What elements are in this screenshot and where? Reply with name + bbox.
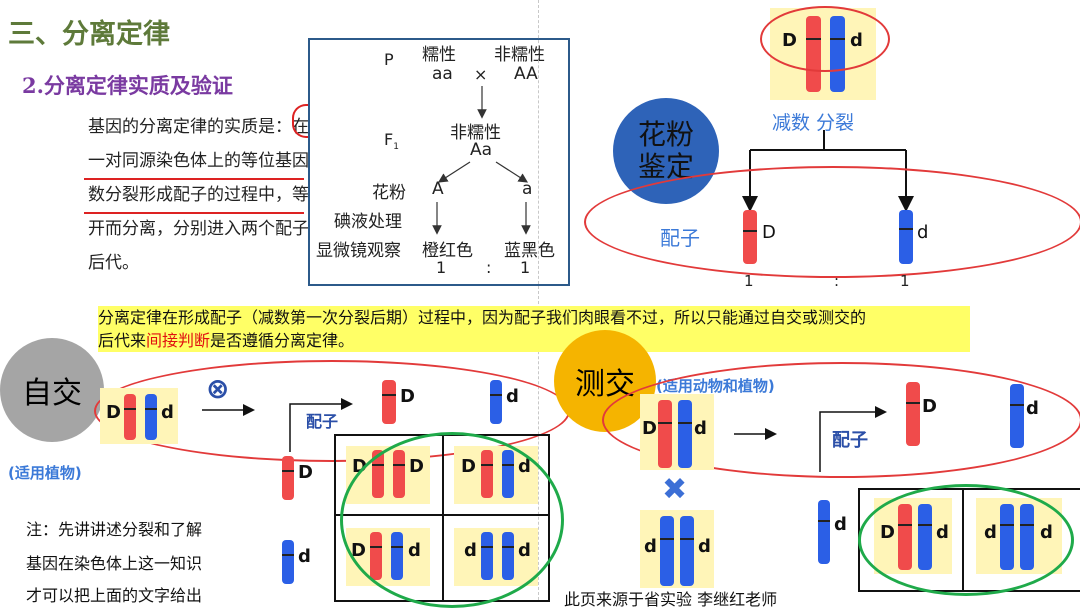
underline <box>84 212 304 214</box>
gamete-allele-d: d <box>298 546 311 567</box>
highlight-text: 间接判断 <box>146 331 210 350</box>
teacher-note-line-2: 基因在染色体上这一知识 <box>26 550 202 574</box>
paragraph-line-5: 后代。 <box>88 248 139 278</box>
cross-diagram-box: P 糯性 aa × 非糯性 AA F1 非糯性 Aa 花粉 碘液处理 显微镜观察… <box>308 38 570 286</box>
highlight-ellipse <box>760 6 890 72</box>
allele-D-label: D <box>106 402 121 423</box>
chromosome-d <box>660 516 674 586</box>
allele-d-label: d <box>161 402 174 423</box>
offspring-ellipse <box>340 432 564 608</box>
chromosome-d <box>145 394 157 440</box>
allele-D-label: D <box>642 418 657 439</box>
allele-d-label: d <box>694 418 707 439</box>
teacher-note-line-1: 注：先讲讲述分裂和了解 <box>26 516 202 540</box>
gamete-chromosome-D <box>382 380 396 424</box>
chromosome-d <box>680 516 694 586</box>
gamete-chromosome-D <box>743 210 757 264</box>
note-line-1: 分离定律在形成配子（减数第一次分裂后期）过程中，因为配子我们肉眼看不过，所以只能… <box>98 306 970 329</box>
pollen-ratio-1: 1 <box>744 272 754 290</box>
paragraph-line-1: 基因的分离定律的实质是：在 <box>88 112 309 142</box>
testcross-symbol: ✖ <box>662 472 687 507</box>
grid-line <box>334 434 336 602</box>
gamete-chromosome-d <box>282 540 294 584</box>
paragraph-line-2: 一对同源染色体上的等位基因，具 <box>88 146 343 176</box>
testcross-offspring-ellipse <box>858 484 1074 596</box>
gamete-label: 配子 <box>660 222 700 251</box>
paragraph-line-4: 开而分离，分别进入两个配子中 <box>88 214 326 244</box>
paragraph-line-3: 数分裂形成配子的过程中，等位基 <box>88 180 343 210</box>
chromosome-D <box>658 400 672 468</box>
explanation-note: 分离定律在形成配子（减数第一次分裂后期）过程中，因为配子我们肉眼看不过，所以只能… <box>98 306 970 352</box>
gamete-allele-D: D <box>400 386 415 407</box>
gamete-chromosome-D <box>282 456 294 500</box>
subsection-title: 2.分离定律实质及验证 <box>22 70 233 100</box>
source-credit: 此页来源于省实验 李继红老师 <box>564 586 777 610</box>
selfing-badge: 自交 <box>0 338 104 442</box>
chromosome-d <box>678 400 692 468</box>
gamete-allele-d: d <box>834 514 847 535</box>
teacher-note-line-3: 才可以把上面的文字给出 <box>26 582 202 606</box>
gamete-chromosome-d <box>899 210 913 264</box>
selfing-applicable: (适用植物) <box>8 462 82 483</box>
gamete-ellipse <box>584 166 1080 278</box>
gamete-chromosome-d <box>1010 384 1024 448</box>
gamete-chromosome-d <box>818 500 830 564</box>
gamete-chromosome-d <box>490 380 502 424</box>
gamete-allele-D: D <box>922 396 937 417</box>
gamete-chromosome-D <box>906 382 920 446</box>
gamete-allele-D: D <box>762 222 776 243</box>
selfing-arrow <box>200 400 260 420</box>
pollen-ratio-colon: : <box>834 272 839 290</box>
gamete-allele-D: D <box>298 462 313 483</box>
gamete-allele-d: d <box>506 386 519 407</box>
testcross-arrow <box>732 424 782 444</box>
selfing-gamete-label: 配子 <box>306 408 338 432</box>
testcross-gamete-label: 配子 <box>832 426 868 452</box>
allele-d-label: d <box>698 536 711 557</box>
chromosome-D <box>124 394 136 440</box>
underline <box>84 178 304 180</box>
note-line-2: 后代来间接判断是否遵循分离定律。 <box>98 329 970 352</box>
pollen-ratio-2: 1 <box>900 272 910 290</box>
cross-arrows <box>310 40 568 284</box>
gamete-allele-d: d <box>1026 398 1039 419</box>
section-title: 三、分离定律 <box>8 12 170 51</box>
gamete-allele-d: d <box>917 222 928 243</box>
allele-d-label: d <box>644 536 657 557</box>
